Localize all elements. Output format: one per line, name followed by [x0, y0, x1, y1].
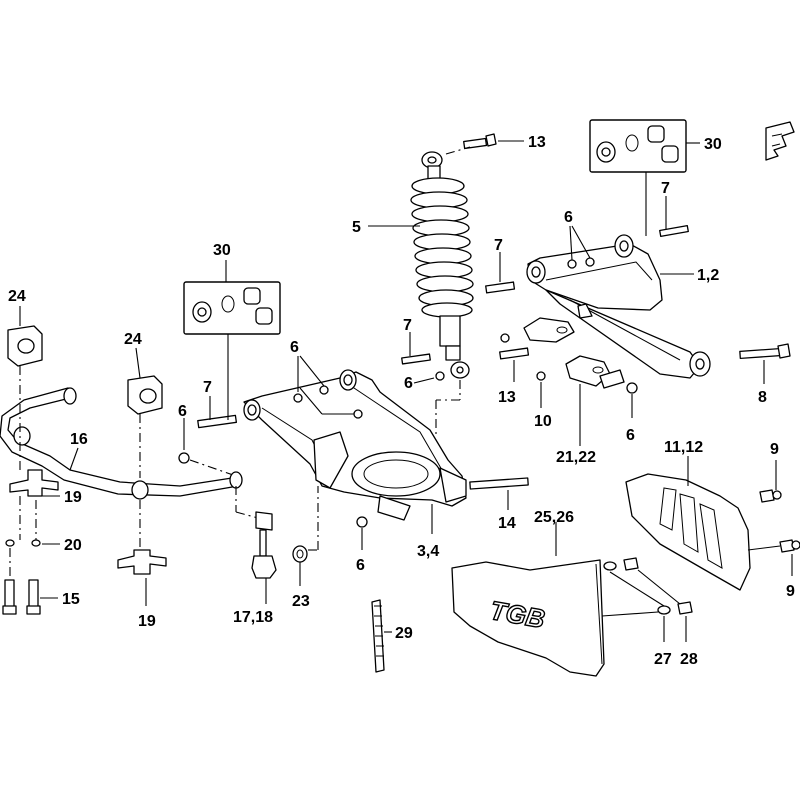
part-7-upper-bolt-mid — [485, 252, 516, 294]
part-13-shock-bolt — [463, 133, 524, 150]
callout-7-mid-upper: 7 — [403, 317, 412, 334]
callout-6-right-low: 6 — [626, 427, 635, 444]
part-7-mid-upper-bolt — [401, 332, 431, 365]
part-6-nuts-upper-arm — [567, 225, 595, 269]
part-30-bushing-kit-left — [183, 260, 281, 420]
part-20-washers — [5, 539, 60, 547]
part-24-bushing-mid — [127, 347, 163, 478]
callout-6-left-arm: 6 — [290, 339, 299, 356]
callout-7-top-right: 7 — [661, 180, 670, 197]
part-14-bolt — [469, 477, 529, 510]
callout-11-12: 11,12 — [664, 439, 703, 456]
leader-6-shock — [413, 377, 435, 384]
corner-brand-mark-icon — [765, 121, 795, 161]
part-9-bolts — [747, 460, 800, 576]
part-6-nuts-lower-arm — [293, 355, 363, 419]
part-8-long-bolt — [739, 343, 791, 384]
part-13-lower-bolt — [499, 347, 530, 382]
callout-16: 16 — [70, 431, 88, 448]
callout-7-mid: 7 — [494, 237, 503, 254]
part-29-cable-tie — [371, 599, 392, 673]
callout-23: 23 — [292, 593, 310, 610]
callout-13-top: 13 — [528, 134, 546, 151]
callout-25-26: 25,26 — [534, 509, 574, 526]
part-11-12-skid-plate — [625, 456, 751, 591]
part-23-washer — [292, 486, 319, 586]
callout-7-left: 7 — [203, 379, 212, 396]
part-1-2-upper-a-arm — [526, 234, 711, 379]
callout-15: 15 — [62, 591, 80, 608]
callout-6-far-left: 6 — [178, 403, 187, 420]
callout-29: 29 — [395, 625, 413, 642]
callout-6-shock: 6 — [404, 375, 413, 392]
callout-8: 8 — [758, 389, 767, 406]
callout-1-2: 1,2 — [697, 267, 719, 284]
callout-6-bottom: 6 — [356, 557, 365, 574]
callout-14: 14 — [498, 515, 516, 532]
callout-9-top: 9 — [770, 441, 779, 458]
callout-24-mid: 24 — [124, 331, 142, 348]
callout-19-bottom: 19 — [138, 613, 156, 630]
callout-21-22: 21,22 — [556, 449, 596, 466]
part-27-28-hardware — [601, 557, 693, 642]
part-16-stabilizer-bar — [0, 387, 243, 500]
callout-19-top: 19 — [64, 489, 82, 506]
callout-10: 10 — [534, 413, 552, 430]
part-19-clamp-bottom — [117, 500, 167, 606]
part-6-nut-far-left — [178, 452, 190, 464]
part-6-nut-shock — [435, 371, 445, 381]
callout-6-top-right: 6 — [564, 209, 573, 226]
callout-5: 5 — [352, 219, 361, 236]
callout-9-bottom: 9 — [786, 583, 795, 600]
dash-6-far-left — [189, 459, 237, 477]
part-17-18-stabilizer-link — [235, 486, 277, 604]
part-7-upper-bolt-right — [659, 196, 689, 238]
part-24-bushing-left — [7, 306, 43, 470]
callout-20: 20 — [64, 537, 82, 554]
part-7-lower-bolt-left — [197, 396, 238, 429]
callout-27: 27 — [654, 651, 672, 668]
callout-17-18: 17,18 — [233, 609, 273, 626]
callout-28: 28 — [680, 651, 698, 668]
part-3-4-lower-a-arm — [243, 369, 467, 534]
part-5-shock-absorber — [368, 146, 474, 436]
callout-13-lower: 13 — [498, 389, 516, 406]
part-19-clamp-top — [9, 469, 60, 540]
part-21-22-brackets — [500, 303, 625, 446]
callout-3-4: 3,4 — [417, 543, 439, 560]
part-6-nut-right — [626, 382, 638, 394]
part-6-nut-bottom — [356, 516, 368, 528]
callout-24-left: 24 — [8, 288, 26, 305]
part-25-26-guard-plate: TGB — [451, 522, 605, 677]
callout-30-right: 30 — [704, 136, 722, 153]
part-30-bushing-kit-right — [589, 119, 700, 236]
part-15-bolts — [2, 548, 58, 615]
callout-30-left: 30 — [213, 242, 231, 259]
